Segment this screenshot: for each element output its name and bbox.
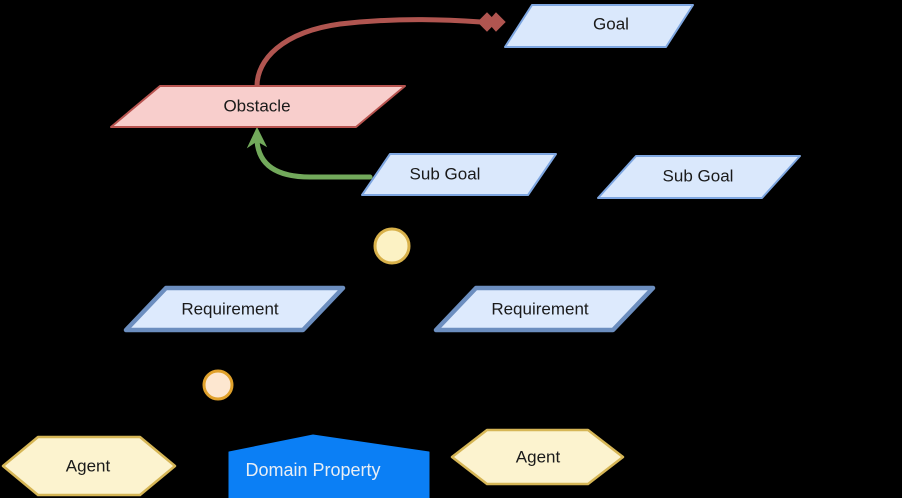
node-agent-left[interactable]: Agent: [1, 435, 177, 497]
edge-obstruction-obstacle-to-goal[interactable]: [254, 12, 506, 89]
node-domain-property[interactable]: Domain Property: [228, 434, 430, 498]
resolution-edge-path: [254, 138, 373, 180]
and-refinement-circle-lower[interactable]: [202, 369, 234, 401]
sub-goal-left-shape: [361, 153, 557, 196]
obstruction-arrowhead-diamond-2: [487, 12, 506, 32]
node-obstacle[interactable]: Obstacle: [110, 85, 406, 128]
node-goal[interactable]: Goal: [504, 4, 694, 48]
node-requirement-right[interactable]: Requirement: [433, 285, 656, 333]
obstruction-edge-path: [254, 17, 484, 89]
node-requirement-left[interactable]: Requirement: [123, 285, 346, 333]
and-refinement-circle-upper[interactable]: [373, 227, 411, 265]
node-sub-goal-left[interactable]: Sub Goal: [361, 153, 557, 196]
sub-goal-right-shape: [597, 155, 801, 199]
agent-right-shape: [450, 428, 625, 486]
edge-resolution-subgoal-to-obstacle[interactable]: [246, 126, 373, 180]
domain-property-shape: [228, 434, 430, 498]
resolution-arrowhead: [246, 126, 268, 149]
goal-shape: [504, 4, 694, 48]
node-sub-goal-right[interactable]: Sub Goal: [597, 155, 801, 199]
node-agent-right[interactable]: Agent: [450, 428, 625, 486]
requirement-right-shape: [433, 285, 656, 333]
agent-left-shape: [1, 435, 177, 497]
obstacle-shape: [110, 85, 406, 128]
requirement-left-shape: [123, 285, 346, 333]
